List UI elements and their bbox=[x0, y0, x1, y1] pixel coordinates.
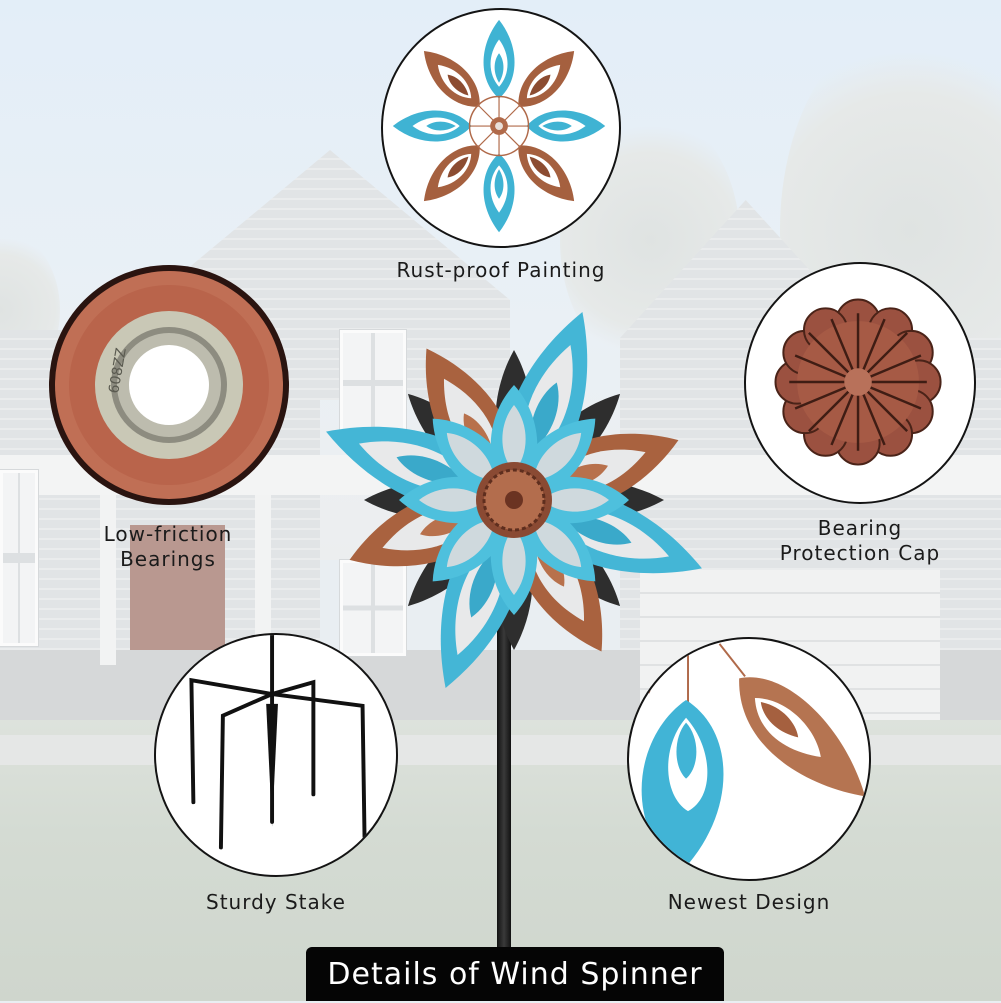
window-center-low bbox=[340, 560, 406, 656]
ball-bearing-icon: 608ZZ bbox=[49, 265, 289, 505]
label-bearing-protection-cap: Bearing Protection Cap bbox=[750, 516, 970, 566]
label-line-2: Protection Cap bbox=[779, 541, 941, 565]
label-line-2: Bearings bbox=[120, 547, 216, 571]
wind-spinner-flower bbox=[314, 300, 714, 700]
feature-newest-design bbox=[627, 637, 871, 881]
porch-pillar-1 bbox=[100, 495, 116, 665]
peacock-petal-wheel-icon bbox=[392, 19, 606, 233]
label-line-1: Low-friction bbox=[103, 522, 233, 546]
feature-sturdy-stake bbox=[154, 633, 398, 877]
label-newest-design: Newest Design bbox=[667, 890, 831, 914]
porch-pillar-2 bbox=[255, 495, 271, 665]
window-center bbox=[340, 330, 406, 436]
four-leg-stake-icon bbox=[189, 635, 367, 850]
spinner-pole bbox=[497, 540, 511, 950]
front-door bbox=[130, 525, 225, 650]
label-line-1: Bearing bbox=[817, 516, 903, 540]
label-low-friction-bearings: Low-friction Bearings bbox=[60, 522, 276, 572]
details-banner: Details of Wind Spinner bbox=[306, 947, 724, 1001]
label-rust-proof-painting: Rust-proof Painting bbox=[396, 258, 606, 282]
feature-bearing-protection-cap bbox=[744, 262, 976, 504]
label-sturdy-stake: Sturdy Stake bbox=[206, 890, 346, 914]
teal-copper-petals-icon bbox=[641, 639, 866, 876]
copper-flower-cap-icon bbox=[774, 298, 942, 466]
feature-rust-proof-painting bbox=[381, 8, 621, 248]
bearing-mark: 608ZZ bbox=[106, 347, 130, 395]
window-left bbox=[0, 470, 38, 646]
feature-low-friction-bearings: 608ZZ bbox=[48, 264, 290, 506]
